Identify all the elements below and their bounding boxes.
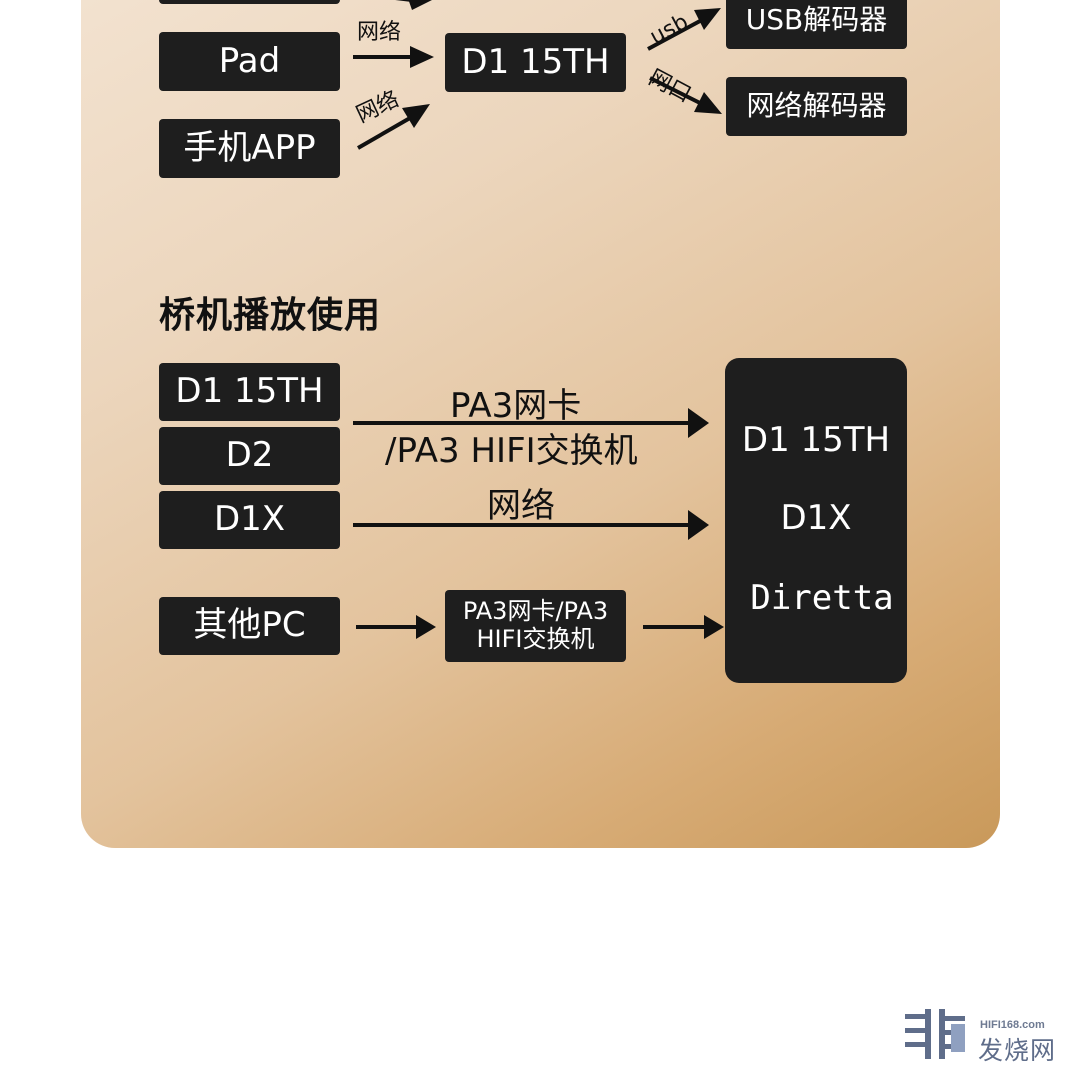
receiver-line-d1x: D1X — [780, 498, 852, 538]
other-pc-label: 其他PC — [193, 605, 306, 646]
source-box-phone-app: 手机APP — [159, 119, 340, 178]
receiver-box: D1 15TH D1X Diretta — [725, 358, 907, 683]
output-box-network-decoder: 网络解码器 — [726, 77, 907, 136]
hub-label: D1 15TH — [461, 41, 610, 82]
link-label-pa3-card: PA3网卡 — [450, 386, 582, 426]
output-label-network-decoder: 网络解码器 — [746, 89, 887, 123]
other-pc-box: 其他PC — [159, 597, 340, 655]
bridge-source-label-d1x: D1X — [213, 499, 286, 540]
bridge-source-box-d1x: D1X — [159, 491, 340, 549]
output-label-usb-decoder: USB解码器 — [745, 2, 888, 36]
output-box-usb-decoder: USB解码器 — [726, 0, 907, 49]
link-label-pad-network: 网络 — [357, 20, 402, 45]
bridge-source-label-d1-15th: D1 15TH — [175, 371, 324, 412]
pa3-card-switch-box: PA3网卡/PA3 HIFI交换机 — [445, 590, 626, 662]
section-title: 桥机播放使用 — [159, 295, 382, 336]
bridge-source-box-d1-15th: D1 15TH — [159, 363, 340, 421]
watermark-name: 发烧网 — [978, 1036, 1057, 1065]
watermark-url: HIFI168.com — [980, 1019, 1045, 1031]
hifi168-logo-icon — [905, 1009, 965, 1059]
link-label-pa3-switch: /PA3 HIFI交换机 — [385, 431, 638, 471]
receiver-line-d1-15th: D1 15TH — [741, 420, 891, 460]
pa3-box-line-1: PA3网卡/PA3 — [462, 597, 609, 626]
bridge-source-label-d2: D2 — [225, 435, 274, 476]
receiver-line-diretta: Diretta — [750, 578, 894, 618]
cropped-top-box — [159, 0, 340, 4]
source-label-phone-app: 手机APP — [183, 127, 316, 168]
source-box-pad: Pad — [159, 32, 340, 91]
pa3-box-line-2: HIFI交换机 — [476, 625, 595, 653]
bridge-source-box-d2: D2 — [159, 427, 340, 485]
source-label-pad: Pad — [218, 40, 281, 81]
link-label-network: 网络 — [487, 486, 555, 526]
hub-box-d1-15th: D1 15TH — [445, 33, 626, 92]
